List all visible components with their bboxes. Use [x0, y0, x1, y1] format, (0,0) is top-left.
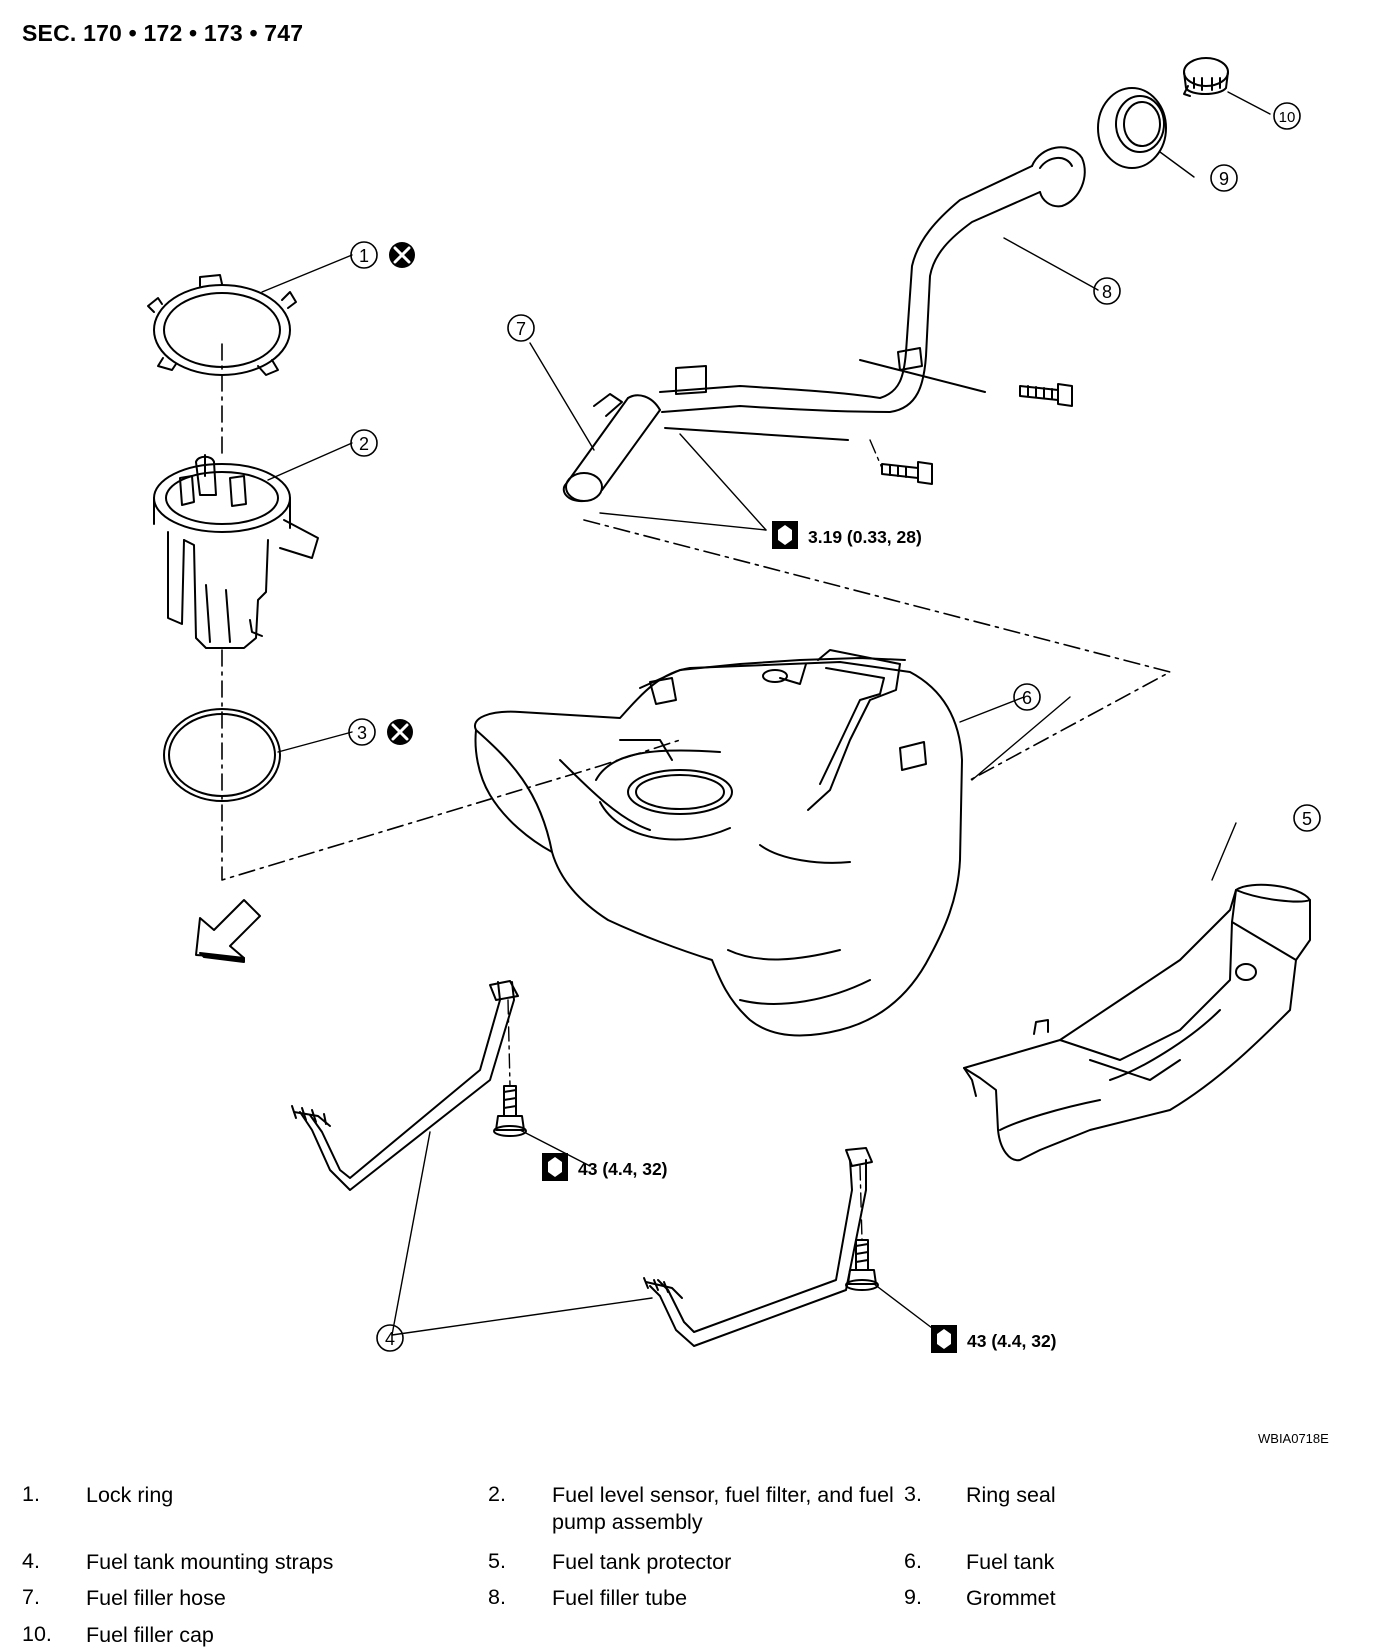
legend-number: 8. [488, 1585, 506, 1609]
legend-number: 7. [22, 1585, 40, 1609]
torque-spec-filler-hose: 3.19 (0.33, 28) [772, 521, 922, 549]
callout-7-number: 7 [516, 319, 526, 339]
front-direction-arrow-icon [195, 899, 261, 963]
figure-code: WBIA0718E [1258, 1431, 1329, 1446]
legend-number: 6. [904, 1549, 922, 1573]
callout-6-number: 6 [1022, 688, 1032, 708]
legend-label: Fuel tank mounting straps [86, 1550, 334, 1574]
callout-4: 4 [376, 1324, 404, 1352]
legend-number: 3. [904, 1482, 922, 1506]
parts-legend: 1. Lock ring 2. Fuel level sensor, fuel … [0, 1460, 1376, 1647]
replace-part-icon [389, 242, 415, 268]
callout-6: 6 [1013, 683, 1041, 711]
callout-10: 10 [1273, 102, 1301, 130]
section-header: SEC. 170 • 172 • 173 • 747 [22, 20, 304, 46]
fuel-tank-illustration [473, 649, 963, 1037]
fuel-filler-cap-illustration [1183, 57, 1229, 97]
callout-3: 3 [348, 718, 376, 746]
strap-bolt-lower [845, 1239, 879, 1291]
fuel-filler-tube-illustration [659, 146, 1086, 441]
legend-number: 1. [22, 1482, 40, 1506]
filler-tube-bolt-lower [881, 461, 933, 485]
legend-number: 5. [488, 1549, 506, 1573]
strap-bolt-upper [493, 1085, 527, 1137]
legend-label: Grommet [966, 1586, 1056, 1610]
torque-value-strap-lower: 43 (4.4, 32) [967, 1331, 1057, 1351]
legend-label: Ring seal [966, 1483, 1056, 1507]
callout-4-number: 4 [385, 1329, 395, 1349]
legend-label: Fuel tank [966, 1550, 1055, 1574]
legend-label: Fuel filler cap [86, 1623, 214, 1647]
fuel-pump-assembly-illustration [153, 454, 319, 649]
callout-5-number: 5 [1302, 809, 1312, 829]
legend-label: Fuel tank protector [552, 1550, 732, 1574]
legend-number: 2. [488, 1482, 506, 1506]
callout-7: 7 [507, 314, 535, 342]
mounting-strap-right-illustration [643, 1147, 873, 1347]
torque-spec-strap-lower: 43 (4.4, 32) [931, 1325, 1057, 1353]
grommet-illustration [1097, 87, 1167, 169]
torque-value-strap-upper: 43 (4.4, 32) [578, 1159, 668, 1179]
replace-part-icon [387, 719, 413, 745]
callout-1-number: 1 [359, 246, 369, 266]
legend-number: 10. [22, 1622, 52, 1646]
callout-8: 8 [1093, 277, 1121, 305]
fuel-filler-hose-illustration [562, 393, 661, 503]
fuel-tank-protector-illustration [963, 883, 1311, 1162]
legend-number: 9. [904, 1585, 922, 1609]
torque-spec-strap-upper: 43 (4.4, 32) [542, 1153, 668, 1181]
filler-tube-bolt-upper [1019, 383, 1073, 407]
mounting-strap-left-illustration [291, 980, 519, 1191]
legend-label: Fuel filler hose [86, 1586, 226, 1610]
callout-2: 2 [350, 429, 378, 457]
callout-9-number: 9 [1219, 169, 1229, 189]
exploded-view-diagram: 1 2 3 4 5 6 7 [147, 57, 1321, 1353]
legend-label: Fuel level sensor, fuel filter, and fuel… [552, 1483, 894, 1534]
legend-number: 4. [22, 1549, 40, 1573]
callout-2-number: 2 [359, 434, 369, 454]
legend-label: Lock ring [86, 1483, 174, 1507]
callout-1: 1 [350, 241, 378, 269]
callout-10-number: 10 [1279, 109, 1296, 126]
torque-value-filler-hose: 3.19 (0.33, 28) [808, 527, 922, 547]
callout-9: 9 [1210, 164, 1238, 192]
callout-8-number: 8 [1102, 282, 1112, 302]
callout-5: 5 [1293, 804, 1321, 832]
legend-label: Fuel filler tube [552, 1586, 688, 1610]
callout-3-number: 3 [357, 723, 367, 743]
